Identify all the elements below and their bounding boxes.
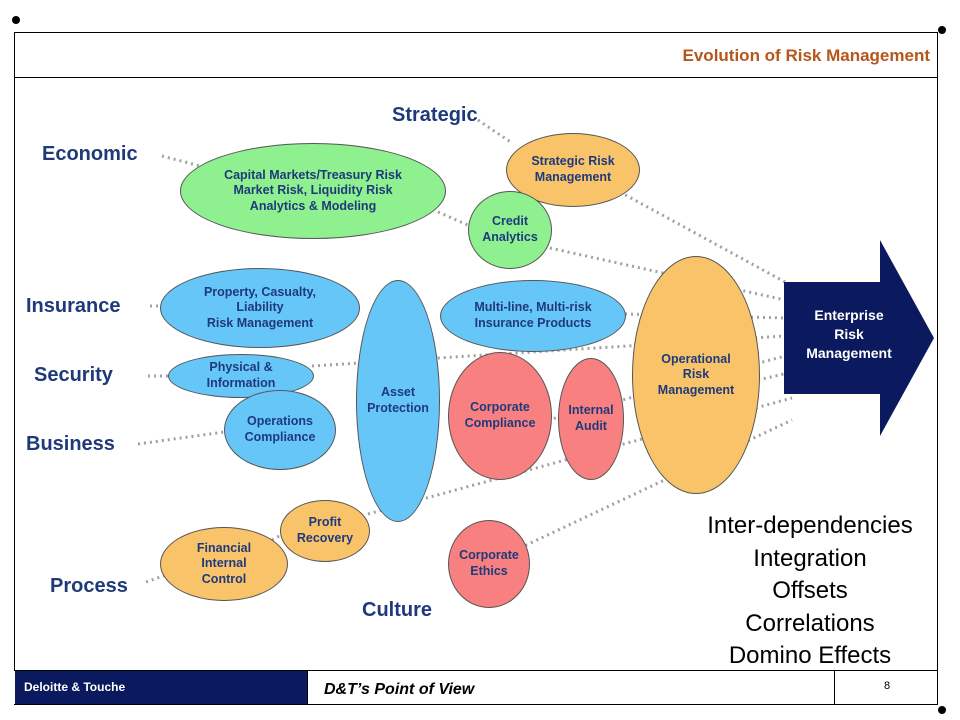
node-profit-recovery: Profit Recovery [280,500,370,562]
concept-item: Correlations [745,609,875,637]
node-physical-information: Physical & Information [168,354,314,398]
connector-ethics-erm [519,418,793,550]
footer-divider-1 [307,670,308,704]
category-economic: Economic [42,143,138,165]
category-security: Security [34,364,113,386]
corner-dot-top [12,16,20,24]
node-asset-protection: Asset Protection [356,280,440,522]
connector-strategic-erm [619,190,786,284]
node-operations-compliance: Operations Compliance [224,390,336,470]
enterprise-risk-label: Enterprise Risk Management [806,307,892,361]
footer-top-line [14,670,938,671]
connector-strategic [477,118,513,145]
connector-economic [161,154,201,168]
node-corporate-ethics: Corporate Ethics [448,520,530,608]
category-culture: Culture [362,599,432,621]
corner-dot-top-right [938,26,946,34]
frame-right-line [937,32,938,704]
category-process: Process [50,575,128,597]
concept-item: Integration [753,544,867,572]
frame-left-line [14,32,15,670]
category-business: Business [26,433,115,455]
corner-dot-bottom-right [938,706,946,714]
concept-item: Domino Effects [728,642,892,669]
node-multiline-insurance: Multi-line, Multi-risk Insurance Product… [440,280,626,352]
node-credit-analytics: Credit Analytics [468,191,552,269]
concepts-list: Inter-dependencies Integration Offsets C… [680,510,940,673]
node-internal-audit: Internal Audit [558,358,624,480]
footer-bottom-line [14,704,938,705]
footer-tagline: D&T’s Point of View [324,681,475,698]
footer-divider-2 [834,670,835,704]
page-title: Evolution of Risk Management [682,46,930,65]
concept-item: Inter-dependencies [707,512,913,539]
frame-top-line [14,32,938,33]
node-operational-risk: Operational Risk Management [632,256,760,494]
category-insurance: Insurance [26,295,121,317]
category-strategic: Strategic [392,104,478,126]
footer-brand-bar [15,671,307,704]
enterprise-risk-arrow [784,240,934,436]
header-bottom-line [14,77,938,78]
node-capital-markets: Capital Markets/Treasury Risk Market Ris… [180,143,446,239]
connector-multiline-erm [624,312,786,320]
node-corporate-compliance: Corporate Compliance [448,352,552,480]
concept-item: Offsets [772,577,848,604]
page-number: 8 [884,680,891,692]
connector-business [137,430,225,446]
footer-company: Deloitte & Touche [24,680,126,694]
node-financial-internal-control: Financial Internal Control [160,527,288,601]
node-property-casualty: Property, Casualty, Liability Risk Manag… [160,268,360,348]
connector-capital-credit [437,210,471,228]
